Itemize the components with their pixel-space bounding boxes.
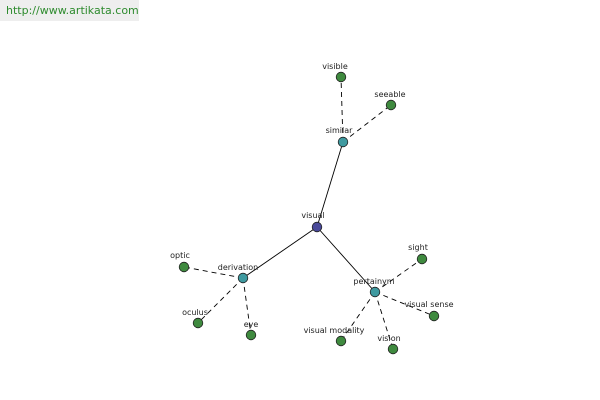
edge-pertainym-to-sight xyxy=(374,258,423,293)
node-label-pertainym: pertainym xyxy=(353,277,394,286)
edge-root-to-similar xyxy=(316,141,344,228)
node-derivation[interactable]: derivation xyxy=(218,263,258,284)
edge-root-to-pertainym xyxy=(316,226,376,293)
node-root[interactable]: visual xyxy=(301,211,325,233)
node-circle-derivation[interactable] xyxy=(237,272,249,284)
node-label-optic: optic xyxy=(170,251,190,260)
node-label-vision: vision xyxy=(377,334,400,343)
node-label-sight: sight xyxy=(408,243,428,252)
node-label-root: visual xyxy=(301,211,324,220)
node-circle-eye[interactable] xyxy=(245,329,257,341)
node-circle-sight[interactable] xyxy=(416,253,428,265)
node-circle-oculus[interactable] xyxy=(192,317,204,329)
node-eye[interactable]: eye xyxy=(244,320,259,341)
node-label-similar: similar xyxy=(326,126,354,135)
node-circle-root[interactable] xyxy=(311,221,323,233)
edge-derivation-to-eye xyxy=(242,277,252,336)
node-label-seeable: seeable xyxy=(374,90,405,99)
edge-similar-to-seeable xyxy=(342,104,392,143)
node-label-eye: eye xyxy=(244,320,259,329)
node-pertainym[interactable]: pertainym xyxy=(353,277,395,298)
node-similar[interactable]: similar xyxy=(326,126,354,148)
nodes-layer: visual similar derivation pertainym visible s… xyxy=(170,62,454,355)
node-circle-visible[interactable] xyxy=(335,71,347,83)
node-oculus[interactable]: oculus xyxy=(182,308,208,329)
edges-layer xyxy=(183,76,435,350)
node-sight[interactable]: sight xyxy=(408,243,428,265)
node-label-visual-sense: visual sense xyxy=(404,300,453,309)
node-circle-visual-modality[interactable] xyxy=(335,335,347,347)
node-circle-seeable[interactable] xyxy=(385,99,397,111)
node-optic[interactable]: optic xyxy=(170,251,190,273)
node-circle-optic[interactable] xyxy=(178,261,190,273)
edge-root-to-derivation xyxy=(242,226,318,279)
node-label-oculus: oculus xyxy=(182,308,208,317)
node-vision[interactable]: vision xyxy=(377,334,401,355)
node-label-visible: visible xyxy=(322,62,348,71)
node-visible[interactable]: visible xyxy=(322,62,348,83)
edge-derivation-to-optic xyxy=(183,266,244,279)
edge-similar-to-visible xyxy=(340,76,344,143)
node-label-derivation: derivation xyxy=(218,263,258,272)
node-seeable[interactable]: seeable xyxy=(374,90,406,111)
node-label-visual-modality: visual modality xyxy=(304,326,365,335)
source-url-label[interactable]: http://www.artikata.com xyxy=(0,0,139,21)
node-circle-pertainym[interactable] xyxy=(369,286,381,298)
node-circle-vision[interactable] xyxy=(387,343,399,355)
node-visual-modality[interactable]: visual modality xyxy=(304,326,365,347)
node-circle-visual-sense[interactable] xyxy=(428,310,440,322)
edge-derivation-to-oculus xyxy=(197,277,244,324)
edge-pertainym-to-visual-modality xyxy=(340,291,376,342)
node-circle-similar[interactable] xyxy=(337,136,349,148)
edge-pertainym-to-visual-sense xyxy=(374,291,435,317)
edge-pertainym-to-vision xyxy=(374,291,394,350)
node-visual-sense[interactable]: visual sense xyxy=(404,300,454,322)
